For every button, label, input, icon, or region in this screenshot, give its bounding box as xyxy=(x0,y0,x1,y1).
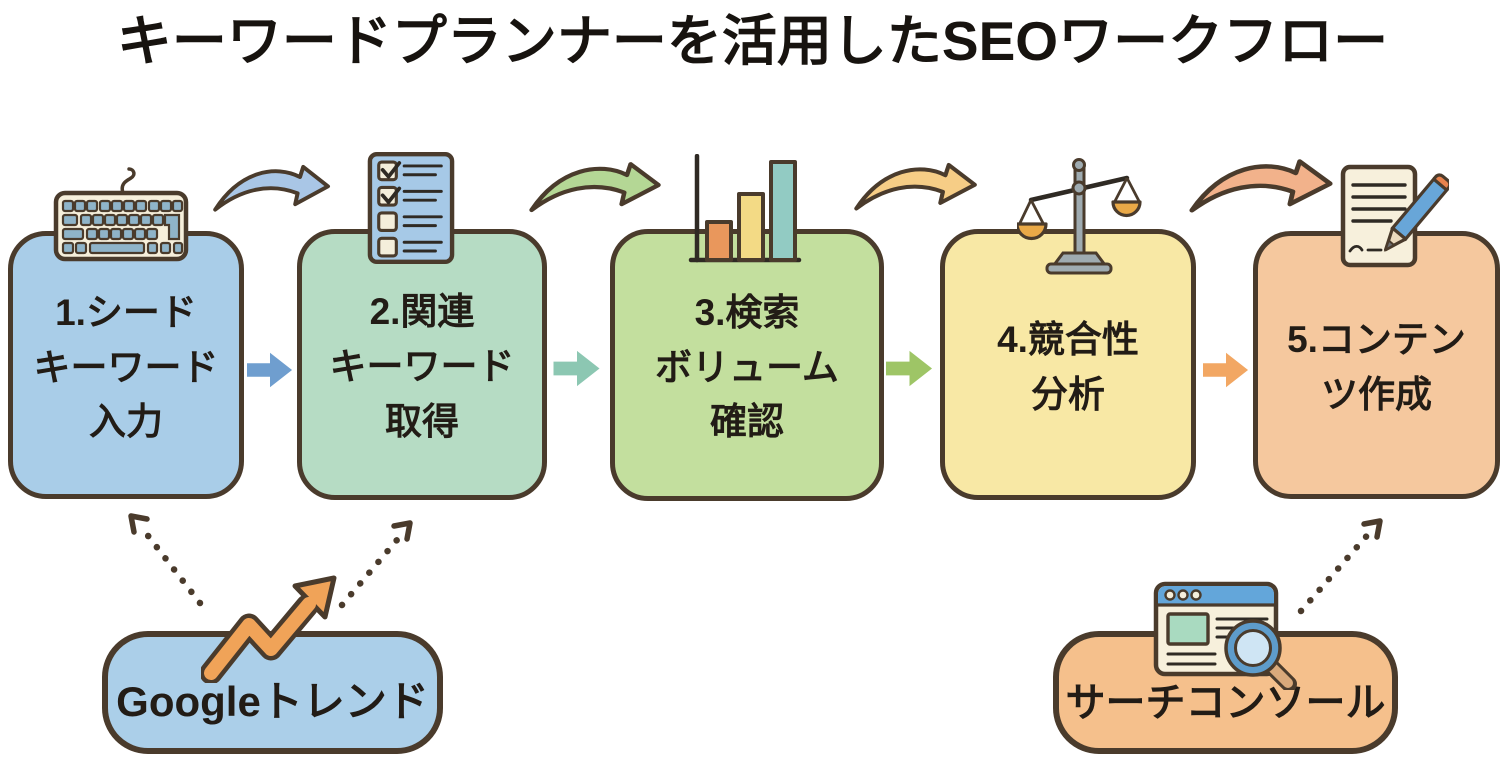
step-label-4: 4.競合性 分析 xyxy=(997,318,1139,415)
arrow-step1-step2-icon xyxy=(247,352,293,388)
step-label-5: 5.コンテン ツ作成 xyxy=(1287,319,1466,415)
document-pencil-icon xyxy=(1340,164,1449,268)
step-label-1: 1.シード キーワード 入力 xyxy=(33,291,219,443)
step-box-2: 2.関連 キーワード 取得 xyxy=(297,152,547,500)
trending-up-icon xyxy=(200,575,336,683)
step-label-2: 2.関連 キーワード 取得 xyxy=(329,291,515,442)
tool-label-google-trends: Googleトレンド xyxy=(116,678,429,725)
arrow-step4-step5-icon xyxy=(1203,352,1249,388)
step-box-3: 3.検索 ボリューム 確認 xyxy=(610,154,884,501)
step-box-5: 5.コンテン ツ作成 xyxy=(1253,164,1500,499)
step-box-4: 4.競合性 分析 xyxy=(940,158,1196,500)
curved-arrow-step3-step4-icon xyxy=(854,162,977,211)
dotted-arrow-console-to-step5 xyxy=(1297,518,1383,615)
tool-box-search-console: サーチコンソール xyxy=(1053,581,1398,754)
arrow-step2-step3-icon xyxy=(553,350,600,387)
arrow-step3-step4-icon xyxy=(886,350,933,387)
bar-chart-icon xyxy=(688,154,802,263)
checklist-icon xyxy=(367,152,455,264)
keyboard-icon xyxy=(53,167,189,262)
balance-scale-icon xyxy=(1017,158,1142,275)
tool-box-google-trends: Googleトレンド xyxy=(102,575,443,754)
dotted-arrow-trends-to-step2 xyxy=(338,520,413,609)
search-console-icon xyxy=(1153,581,1297,690)
page-title: キーワードプランナーを活用したSEOワークフロー xyxy=(116,10,1389,72)
curved-arrow-step2-step3-icon xyxy=(529,162,661,213)
tool-label-search-console: サーチコンソール xyxy=(1065,680,1386,725)
dotted-arrow-trends-to-step1 xyxy=(128,513,204,607)
curved-arrow-step4-step5-icon xyxy=(1189,159,1333,213)
step-box-1: 1.シード キーワード 入力 xyxy=(8,167,244,499)
curved-arrow-step1-step2-icon xyxy=(213,164,330,212)
step-label-3: 3.検索 ボリューム 確認 xyxy=(655,291,839,443)
